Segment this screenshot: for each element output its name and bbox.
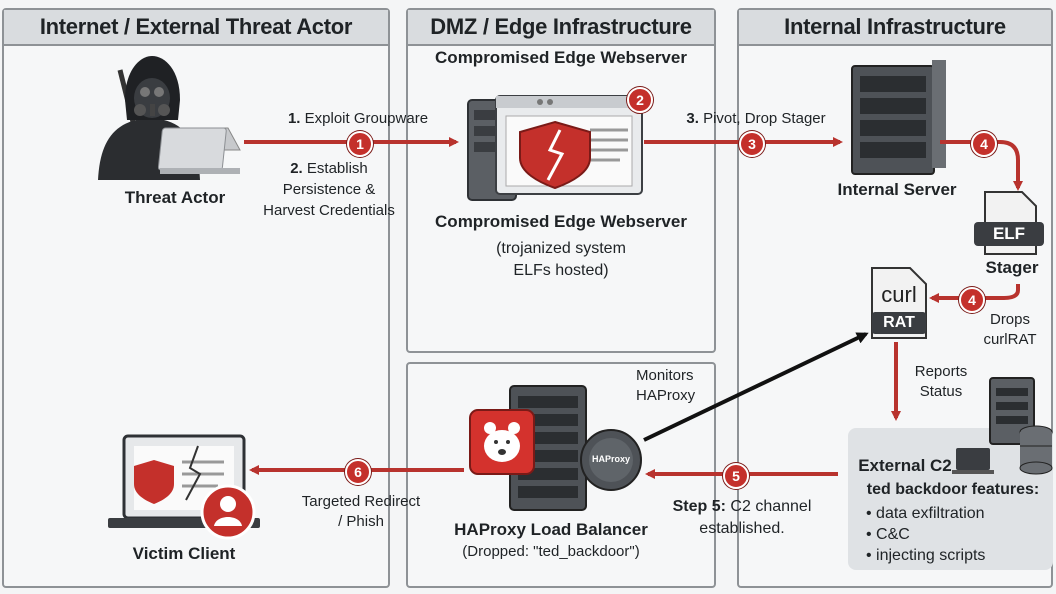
step-2-line-3: Harvest Credentials <box>263 202 395 219</box>
step-3-number: 3. <box>686 110 699 127</box>
step-3-text: Pivot, Drop Stager <box>703 110 826 127</box>
edge-webserver-icon <box>467 95 643 201</box>
edge-webserver-title: Compromised Edge Webserver <box>435 212 687 231</box>
edge-sub-line-1: (trojanized system <box>496 240 626 257</box>
external-c2-panel <box>848 428 1053 570</box>
curlrat-icon <box>871 267 927 339</box>
step-5-text-1: C2 channel <box>730 498 812 515</box>
step-6-line-1: Targeted Redirect <box>301 493 421 510</box>
c2-feature-2-text: C&C <box>876 526 910 543</box>
step-2-text-1: Establish <box>306 160 368 177</box>
step-2-line-2: Persistence & <box>282 181 376 198</box>
step-2-label: 2. Establish Persistence & Harvest Crede… <box>244 158 414 221</box>
step-3-label: 3. Pivot, Drop Stager <box>666 110 846 127</box>
elf-file-icon <box>974 191 1044 255</box>
c2-feature-3-text: injecting scripts <box>876 547 986 564</box>
step-5-number: Step 5: <box>672 498 726 515</box>
c2-feature-1-text: data exfiltration <box>876 505 985 522</box>
haproxy-icon <box>469 385 642 511</box>
step-1-number: 1. <box>287 110 301 127</box>
internal-server-icon <box>851 60 946 175</box>
reports-line-2: Status <box>919 383 963 400</box>
c2-feature-3: • injecting scripts <box>866 547 986 564</box>
step-4-badge-bottom: 4 <box>959 287 985 313</box>
step-5-badge: 5 <box>723 463 749 489</box>
reports-line-1: Reports <box>914 363 968 380</box>
monitors-label: Monitors HAProxy <box>636 366 716 406</box>
step-6-line-2: / Phish <box>338 513 384 530</box>
monitors-line-2: HAProxy <box>636 387 696 404</box>
threat-actor-label: Threat Actor <box>124 188 226 207</box>
drops-label: Drops curlRAT <box>968 310 1052 350</box>
step-1-badge: 1 <box>347 131 373 157</box>
step-1-text: Exploit Groupware <box>304 110 429 127</box>
internal-server-label: Internal Server <box>837 180 957 199</box>
c2-server-icon <box>952 377 1053 475</box>
c2-feature-2: • C&C <box>866 526 910 543</box>
victim-client-icon <box>108 434 260 540</box>
reports-label: Reports Status <box>906 362 976 402</box>
step-2-line-1: 2. Establish <box>244 158 414 179</box>
c2-features-list: • data exfiltration • C&C • injecting sc… <box>866 503 1046 566</box>
step-1-label: 1. Exploit Groupware <box>268 110 448 127</box>
edge-webserver-subtitle: (trojanized system ELFs hosted) <box>406 238 716 282</box>
edge-sub-line-2: ELFs hosted) <box>513 262 609 279</box>
zone-internet-header: Internet / External Threat Actor <box>4 10 388 46</box>
c2-subtitle: ted backdoor features: <box>866 481 1040 498</box>
threat-actor-icon <box>98 56 241 180</box>
curl-label: curl <box>881 282 917 307</box>
stager-label: Stager <box>985 258 1039 277</box>
step-2-number: 2. <box>290 160 303 177</box>
step-5-label: Step 5: C2 channel established. <box>662 496 822 540</box>
victim-client-label: Victim Client <box>132 544 236 563</box>
monitors-line-1: Monitors <box>636 367 694 384</box>
step-5-line-1: Step 5: C2 channel <box>662 496 822 518</box>
zone-dmz-header: DMZ / Edge Infrastructure <box>408 10 714 46</box>
c2-title: External C2 <box>858 456 952 475</box>
step-6-label: Targeted Redirect / Phish <box>276 492 446 532</box>
step-5-line-2: established. <box>699 520 785 537</box>
zone-internal-header: Internal Infrastructure <box>739 10 1051 46</box>
rat-label: RAT <box>883 314 915 331</box>
haproxy-title: HAProxy Load Balancer <box>454 520 648 539</box>
edge-top-title: Compromised Edge Webserver <box>435 48 687 67</box>
haproxy-gear-label: HAProxy <box>591 454 630 464</box>
c2-feature-1: • data exfiltration <box>866 505 985 522</box>
step-2-badge: 2 <box>627 87 653 113</box>
step-3-badge: 3 <box>739 131 765 157</box>
step-4-badge-top: 4 <box>971 131 997 157</box>
drops-line-2: curlRAT <box>983 331 1037 348</box>
haproxy-subtitle: (Dropped: "ted_backdoor") <box>462 543 640 560</box>
drops-line-1: Drops <box>989 311 1030 328</box>
step-6-badge: 6 <box>345 459 371 485</box>
elf-label: ELF <box>992 224 1026 243</box>
